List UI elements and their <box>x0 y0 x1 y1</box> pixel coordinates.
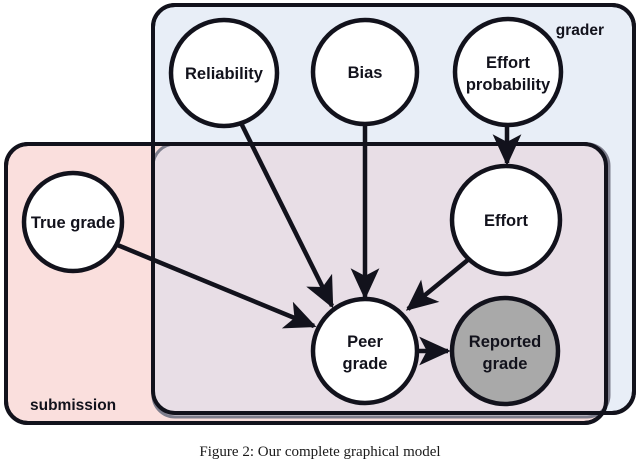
node-circle-effort[interactable] <box>449 163 563 277</box>
edges-layer <box>114 121 522 366</box>
node-circle-bias[interactable] <box>310 17 420 127</box>
node-circle-true-grade[interactable] <box>21 170 125 274</box>
node-peer-grade[interactable]: Peer grade <box>310 296 420 406</box>
figure-caption: Figure 2: Our complete graphical model <box>199 444 440 460</box>
node-label-bias: Bias <box>348 64 383 82</box>
nodes-layer: Reliability Bias Effort probability True… <box>21 16 564 407</box>
edge-true-grade-to-peer-grade <box>114 241 317 329</box>
node-reliability[interactable]: Reliability <box>168 17 280 129</box>
node-label-true-grade: True grade <box>31 214 115 232</box>
node-label-reliability: Reliability <box>185 65 264 83</box>
node-effort[interactable]: Effort <box>449 163 563 277</box>
node-true-grade[interactable]: True grade <box>21 170 125 274</box>
plate-grader-outline-overlay <box>151 2 636 415</box>
node-effort-probability[interactable]: Effort probability <box>452 16 564 128</box>
node-label-peer-grade-line2: grade <box>343 355 388 373</box>
node-label-peer-grade-line1: Peer <box>347 333 383 351</box>
plate-label-submission: submission <box>30 397 116 414</box>
node-label-reported-grade-line1: Reported <box>469 333 541 351</box>
node-label-effort-probability-line1: Effort <box>486 54 530 72</box>
node-label-effort-probability-line2: probability <box>466 76 551 94</box>
edge-effort-to-peer-grade <box>405 257 471 311</box>
node-circle-reliability[interactable] <box>168 17 280 129</box>
node-label-effort: Effort <box>484 212 528 230</box>
edge-reliability-to-peer-grade <box>238 121 335 309</box>
node-label-reported-grade-line2: grade <box>483 355 528 373</box>
caption-layer: Figure 2: Our complete graphical model <box>199 444 440 460</box>
plate-submission-outline-overlay <box>3 142 608 425</box>
node-bias[interactable]: Bias <box>310 17 420 127</box>
node-reported-grade[interactable]: Reported grade <box>449 295 561 407</box>
node-circle-effort-probability[interactable] <box>452 16 564 128</box>
plate-labels-layer: grader submission <box>30 22 604 414</box>
plate-label-grader: grader <box>556 22 604 39</box>
node-circle-reported-grade[interactable] <box>449 295 561 407</box>
node-circle-peer-grade[interactable] <box>310 296 420 406</box>
